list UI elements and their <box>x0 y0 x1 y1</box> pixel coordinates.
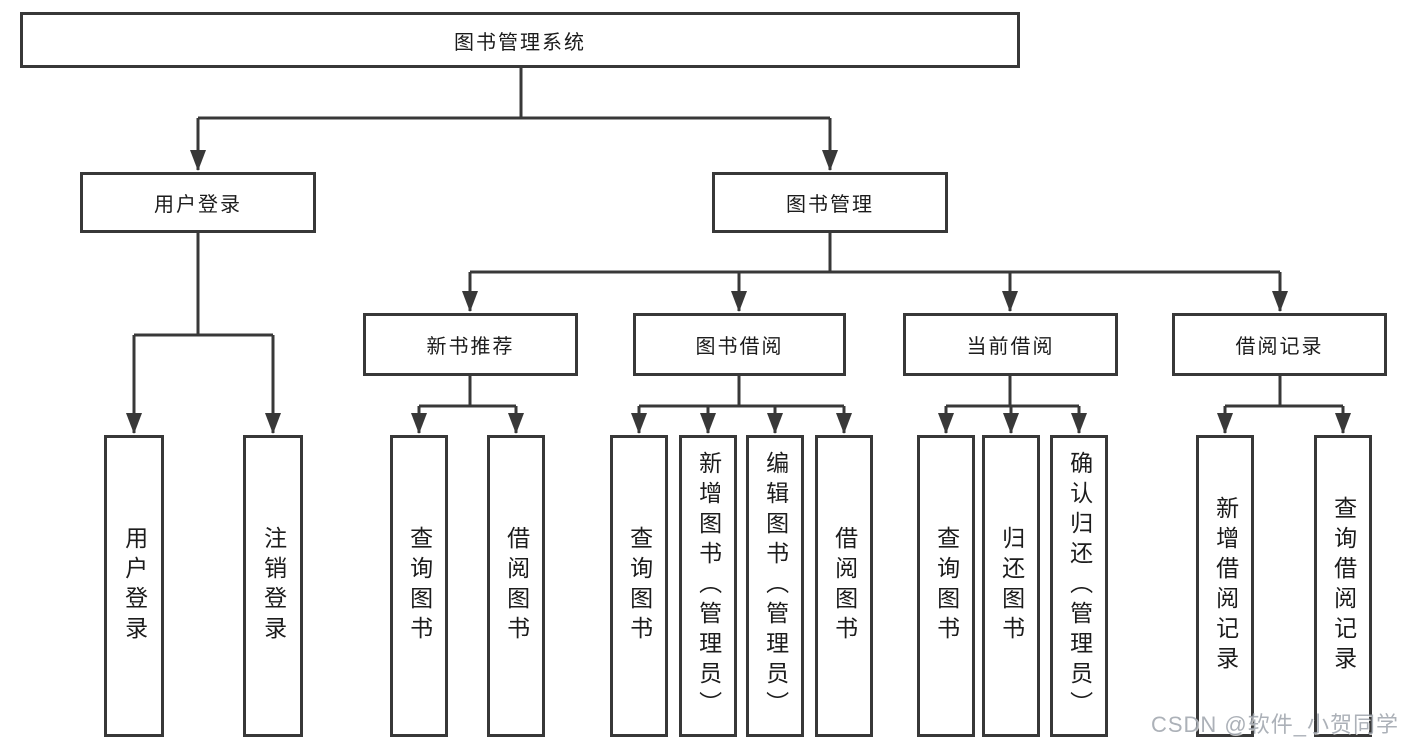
leaf-label: 编辑图书（管理员） <box>762 451 789 721</box>
leaf-label: 借阅图书 <box>503 526 530 646</box>
node-new-book-recommend: 新书推荐 <box>363 313 578 376</box>
edge-bookborrow-leaves <box>637 376 846 430</box>
leaf-query-books-recommend: 查询图书 <box>390 435 448 737</box>
leaf-label: 注销登录 <box>260 526 287 646</box>
leaf-add-borrow-record: 新增借阅记录 <box>1196 435 1254 737</box>
leaf-query-books: 查询图书 <box>610 435 668 737</box>
csdn-watermark: CSDN @软件_小贺同学 <box>1150 712 1399 737</box>
leaf-query-books-current: 查询图书 <box>917 435 975 737</box>
node-current-borrow: 当前借阅 <box>903 313 1118 376</box>
leaf-label: 查询借阅记录 <box>1330 496 1357 676</box>
leaf-return-books: 归还图书 <box>982 435 1040 737</box>
node-user-login: 用户登录 <box>80 172 316 233</box>
edge-root-l2 <box>196 68 832 168</box>
leaf-borrow-books: 借阅图书 <box>815 435 873 737</box>
leaf-label: 借阅图书 <box>831 526 858 646</box>
node-book-management: 图书管理 <box>712 172 948 233</box>
leaf-label: 归还图书 <box>998 526 1025 646</box>
node-book-borrow: 图书借阅 <box>633 313 846 376</box>
leaf-query-borrow-record: 查询借阅记录 <box>1314 435 1372 737</box>
leaf-label: 新增图书（管理员） <box>695 451 722 721</box>
leaf-add-books-admin: 新增图书（管理员） <box>679 435 737 737</box>
leaf-logout: 注销登录 <box>243 435 303 737</box>
edge-newbook-leaves <box>417 376 518 430</box>
edge-userlogin-leaves <box>132 233 275 430</box>
leaf-borrow-books-recommend: 借阅图书 <box>487 435 545 737</box>
node-root-system: 图书管理系统 <box>20 12 1020 68</box>
leaf-edit-books-admin: 编辑图书（管理员） <box>746 435 804 737</box>
leaf-label: 查询图书 <box>933 526 960 646</box>
leaf-label: 查询图书 <box>406 526 433 646</box>
leaf-confirm-return-admin: 确认归还（管理员） <box>1050 435 1108 737</box>
leaf-label: 新增借阅记录 <box>1212 496 1239 676</box>
leaf-label: 查询图书 <box>626 526 653 646</box>
edge-bookmgmt-l3 <box>468 233 1282 308</box>
leaf-label: 用户登录 <box>121 526 148 646</box>
node-borrow-records: 借阅记录 <box>1172 313 1387 376</box>
leaf-user-login: 用户登录 <box>104 435 164 737</box>
leaf-label: 确认归还（管理员） <box>1066 451 1093 721</box>
edge-borrowrec-leaves <box>1223 376 1345 430</box>
